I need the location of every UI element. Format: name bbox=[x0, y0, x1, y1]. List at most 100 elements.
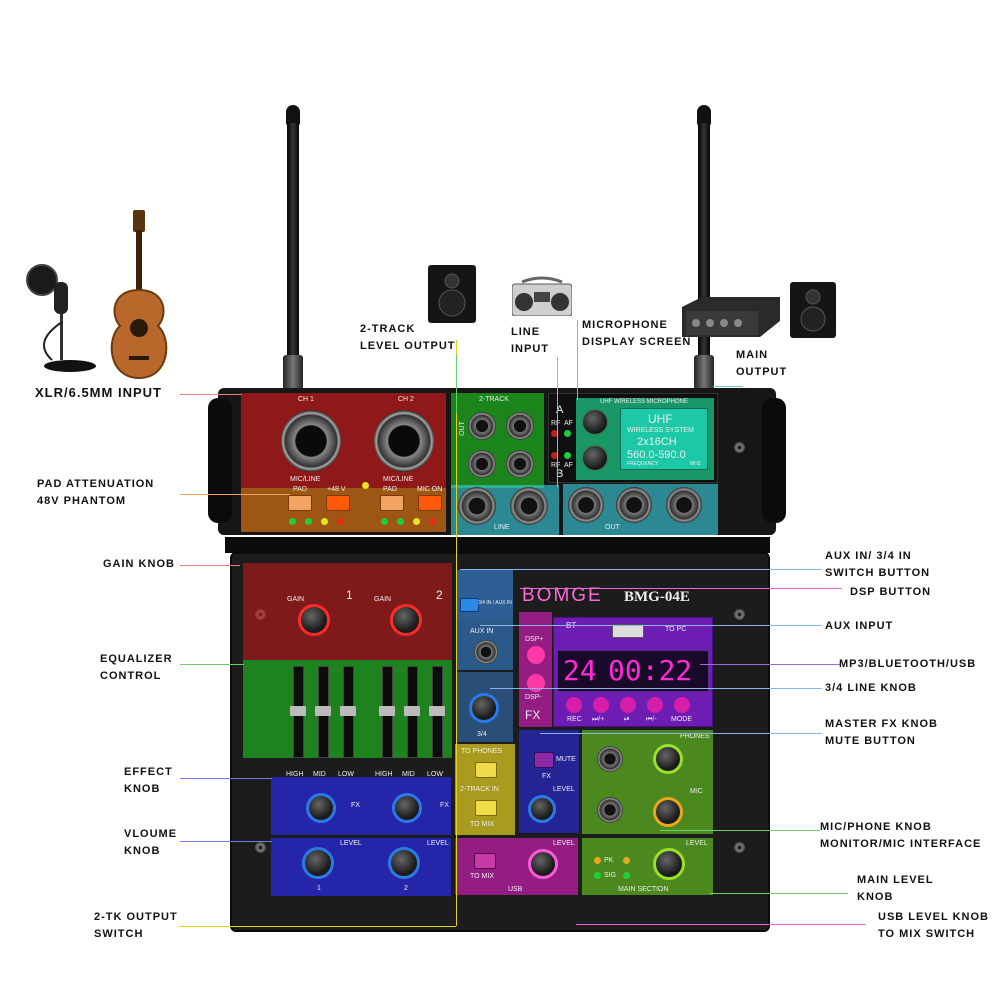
mid-label: MID bbox=[313, 771, 326, 778]
line-label: LINE bbox=[494, 524, 510, 531]
usb-level-knob[interactable] bbox=[528, 849, 558, 879]
rf-led bbox=[551, 452, 558, 459]
main-section-panel bbox=[582, 838, 713, 895]
ch2-number: 2 bbox=[436, 588, 443, 602]
out-label: OUT bbox=[458, 421, 466, 436]
rec-button[interactable] bbox=[566, 697, 582, 713]
play-button[interactable] bbox=[620, 697, 636, 713]
ch1-fx-knob[interactable] bbox=[306, 793, 336, 823]
uhf-system-label: WIRELESS SYSTEM bbox=[627, 427, 694, 434]
ch1-level-knob[interactable] bbox=[302, 847, 334, 879]
master-fx-knob[interactable] bbox=[528, 795, 556, 823]
next-label: ⏭/+ bbox=[592, 716, 605, 723]
phones-jack[interactable] bbox=[666, 487, 702, 523]
phones-monitor-jack[interactable] bbox=[597, 746, 623, 772]
ch2-pad-button[interactable] bbox=[380, 495, 404, 511]
mic-a-volume-knob[interactable] bbox=[581, 408, 609, 436]
to-phones-button[interactable] bbox=[475, 762, 497, 778]
phones-level-knob[interactable] bbox=[653, 744, 683, 774]
to-mix-label: TO MIX bbox=[470, 821, 494, 828]
callout-line bbox=[576, 924, 866, 925]
usb-port[interactable] bbox=[612, 624, 644, 638]
callout-line bbox=[456, 354, 457, 414]
fader-cap[interactable] bbox=[290, 706, 306, 716]
mic-interface-jack[interactable] bbox=[597, 797, 623, 823]
fx-display-label: FX bbox=[525, 708, 541, 722]
mode-button[interactable] bbox=[674, 697, 690, 713]
line-4-jack[interactable] bbox=[510, 487, 548, 525]
uhf-screen bbox=[620, 408, 708, 470]
screw bbox=[734, 609, 745, 620]
next-button[interactable] bbox=[593, 697, 609, 713]
master-fx-label: FX bbox=[542, 773, 551, 780]
prev-label: ⏮/- bbox=[646, 716, 657, 723]
mp3-display bbox=[557, 650, 709, 692]
callout-line bbox=[180, 841, 272, 842]
mic-level-knob[interactable] bbox=[653, 797, 683, 827]
ch2-mic-line-label: MIC/LINE bbox=[383, 476, 414, 483]
dsp-minus-button[interactable] bbox=[527, 674, 545, 692]
aux-in-label: AUX IN bbox=[470, 628, 494, 635]
ch2-combo-jack[interactable] bbox=[374, 410, 434, 472]
mute-button[interactable] bbox=[534, 752, 554, 768]
ch1-gain-knob[interactable] bbox=[298, 604, 330, 636]
callout-line bbox=[713, 386, 743, 387]
gain-label: GAIN bbox=[374, 596, 392, 603]
three-four-label: 3/4 bbox=[477, 731, 487, 738]
label-aux-input: AUX INPUT bbox=[825, 620, 894, 632]
ch1-pad-button[interactable] bbox=[288, 495, 312, 511]
two-track-out-r-jack[interactable] bbox=[468, 450, 496, 478]
uhf-channels-label: 2x16CH bbox=[637, 436, 677, 448]
dsp-plus-button[interactable] bbox=[527, 646, 545, 664]
out-bottom-label: OUT bbox=[605, 524, 620, 531]
two-track-in-r-jack[interactable] bbox=[506, 450, 534, 478]
right-antenna bbox=[694, 105, 714, 390]
main-out-l-jack[interactable] bbox=[568, 487, 604, 523]
two-track-in-l-jack[interactable] bbox=[506, 412, 534, 440]
a-label: A bbox=[556, 404, 564, 416]
speaker-icon-right bbox=[790, 282, 836, 338]
main-out-r-jack[interactable] bbox=[616, 487, 652, 523]
to-mix-button[interactable] bbox=[475, 800, 497, 816]
callout-line bbox=[456, 340, 457, 926]
usb-to-mix-button[interactable] bbox=[474, 853, 496, 869]
callout-line bbox=[700, 664, 840, 665]
mode-label: MODE bbox=[671, 716, 692, 723]
label-mp3: MP3/BLUETOOTH/USB bbox=[839, 658, 977, 670]
line-34-knob[interactable] bbox=[469, 693, 499, 723]
aux-in-jack[interactable] bbox=[474, 640, 498, 664]
pad-label: PAD bbox=[293, 486, 307, 493]
prev-button[interactable] bbox=[647, 697, 663, 713]
ch2-gain-knob[interactable] bbox=[390, 604, 422, 636]
level-label: LEVEL bbox=[340, 840, 362, 847]
fader-cap[interactable] bbox=[379, 706, 395, 716]
fader-cap[interactable] bbox=[340, 706, 356, 716]
mic-b-volume-knob[interactable] bbox=[581, 444, 609, 472]
ch1-combo-jack[interactable] bbox=[281, 410, 341, 472]
two-track-out-l-jack[interactable] bbox=[468, 412, 496, 440]
level-led bbox=[397, 518, 404, 525]
callout-line bbox=[710, 893, 848, 894]
level-led bbox=[289, 518, 296, 525]
label-line-34-knob: 3/4 LINE KNOB bbox=[825, 682, 917, 694]
ch1-phantom-button[interactable] bbox=[326, 495, 350, 511]
main-level-knob[interactable] bbox=[653, 848, 685, 880]
ch2-strip-number: 2 bbox=[404, 885, 408, 892]
uhf-frequency-value: 560.0-590.0 bbox=[627, 449, 686, 461]
ch2-fx-knob[interactable] bbox=[392, 793, 422, 823]
fader-cap[interactable] bbox=[315, 706, 331, 716]
fader-cap[interactable] bbox=[404, 706, 420, 716]
line-3-jack[interactable] bbox=[458, 487, 496, 525]
ch2-level-knob[interactable] bbox=[388, 847, 420, 879]
label-xlr-input: XLR/6.5MM INPUT bbox=[35, 385, 162, 400]
display-time: 00:22 bbox=[608, 654, 693, 687]
pk-led bbox=[594, 857, 601, 864]
af-label: AF bbox=[564, 420, 573, 427]
ch2-mic-on-button[interactable] bbox=[418, 495, 442, 511]
level-panel bbox=[271, 838, 451, 896]
fader-cap[interactable] bbox=[429, 706, 445, 716]
aux-switch-button[interactable] bbox=[460, 598, 479, 612]
level-led bbox=[413, 518, 420, 525]
